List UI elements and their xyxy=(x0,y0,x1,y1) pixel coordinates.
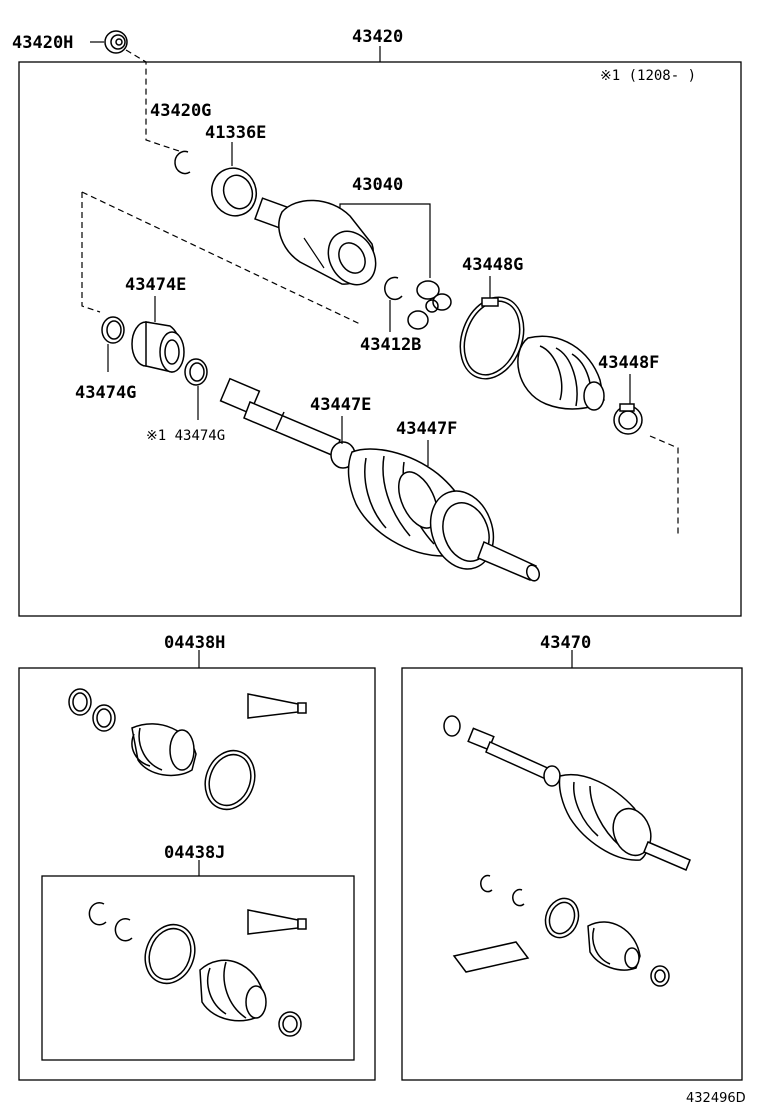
kit-j-boot-part xyxy=(199,959,267,1022)
kit-j-band-part xyxy=(144,923,196,985)
label-04438H[interactable]: 04438H xyxy=(164,633,225,653)
damper-clamp-right-part xyxy=(184,358,208,386)
boot-kit-j-frame xyxy=(41,875,355,1061)
boot-clamp-small-part xyxy=(613,403,643,435)
kit-j-grease-part xyxy=(247,909,307,935)
damper-clamp-left-part xyxy=(101,316,125,344)
label-43447F[interactable]: 43447F xyxy=(396,419,457,439)
label-43420[interactable]: 43420 xyxy=(352,27,403,47)
boot-band-large-part xyxy=(459,296,525,380)
snap-ring-outer-part xyxy=(174,150,191,175)
kit-h-band-part xyxy=(204,749,256,811)
note-text: ※1 (1208- ) xyxy=(600,68,696,84)
tripod-part xyxy=(407,280,452,330)
shaft-assy-grease-part xyxy=(452,941,530,973)
inboard-joint-part xyxy=(254,197,377,286)
label-04438J[interactable]: 04438J xyxy=(164,843,225,863)
label-43420H[interactable]: 43420H xyxy=(12,33,73,53)
shaft-assy-boot-part xyxy=(587,921,641,971)
inner-boot-part xyxy=(517,335,605,411)
seal-cap-part xyxy=(104,30,128,54)
label-43448G[interactable]: 43448G xyxy=(462,255,523,275)
kit-h-clamps-part xyxy=(68,688,116,732)
label-43412B[interactable]: 43412B xyxy=(360,335,421,355)
label-43470[interactable]: 43470 xyxy=(540,633,591,653)
damper-part xyxy=(131,321,185,373)
kit-j-clamp-part xyxy=(278,1011,302,1037)
shaft-assy-rings-part xyxy=(480,874,525,907)
snap-ring-inner-part xyxy=(384,276,403,301)
dust-seal-part xyxy=(211,167,257,217)
shaft-assy-band-part xyxy=(544,897,580,939)
boot-kit-h-frame xyxy=(18,667,376,1081)
label-43474G-alt[interactable]: ※1 43474G xyxy=(146,428,225,444)
label-43474G[interactable]: 43474G xyxy=(75,383,136,403)
shaft-assy-clamp-part xyxy=(650,965,670,987)
label-43040[interactable]: 43040 xyxy=(352,175,403,195)
kit-h-boot-part xyxy=(131,723,197,777)
label-43447E[interactable]: 43447E xyxy=(310,395,371,415)
axle-shaft-part xyxy=(219,377,541,582)
label-41336E[interactable]: 41336E xyxy=(205,123,266,143)
diagram-code: 432496D xyxy=(686,1091,746,1106)
kit-j-rings-part xyxy=(88,902,133,942)
label-43420G[interactable]: 43420G xyxy=(150,101,211,121)
shaft-assy-part xyxy=(443,715,691,871)
label-43474E[interactable]: 43474E xyxy=(125,275,186,295)
kit-h-grease-part xyxy=(247,693,307,719)
label-43448F[interactable]: 43448F xyxy=(598,353,659,373)
